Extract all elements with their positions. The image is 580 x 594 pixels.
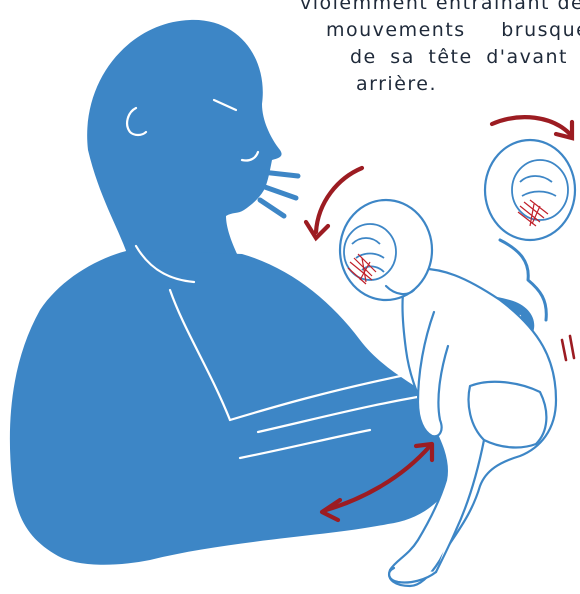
caption-text: violemment entraînant des mouvements bru… (300, 0, 580, 98)
motion-lines-icon (562, 336, 574, 360)
caption-line-2: mouvements brusques (300, 17, 580, 44)
caption-line-1: violemment entraînant des (300, 0, 580, 17)
caption-line-4: arrière. (300, 71, 580, 98)
caption-line-3: de sa tête d'avant en (300, 44, 580, 71)
